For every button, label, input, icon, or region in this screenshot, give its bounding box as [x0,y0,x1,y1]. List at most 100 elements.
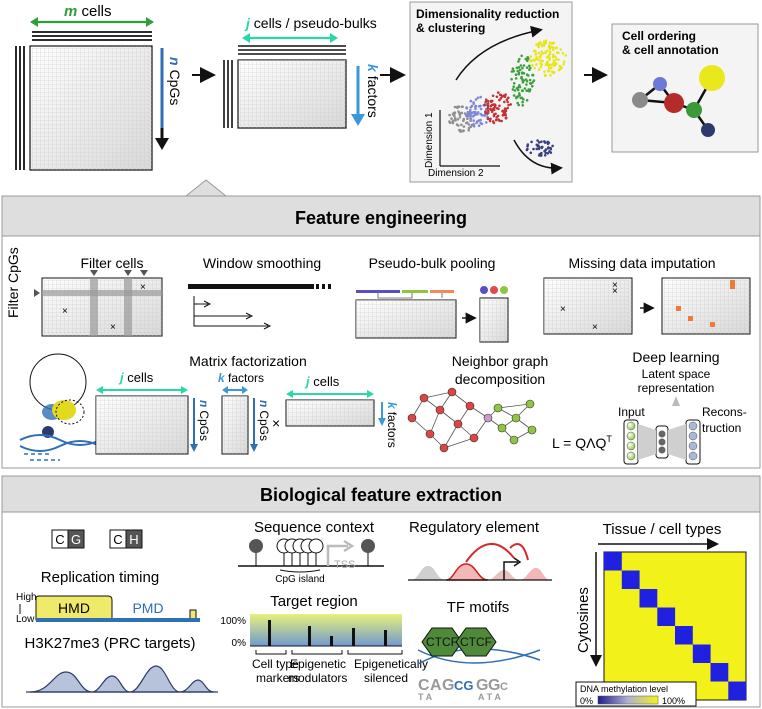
scatter-point [525,83,528,86]
scatter-point [516,101,519,105]
scatter-point [518,57,521,61]
cpg-island-label: CpG island [275,574,324,585]
scatter-point [520,75,523,79]
scatter-point [549,151,553,154]
mf-j-var: j [118,370,124,385]
scatter-point [501,95,504,98]
scatter-point [452,111,456,115]
cell-type-1: Cell type [252,657,299,671]
scatter-point [498,104,501,108]
scatter-point [552,61,555,65]
scatter-point [470,104,474,108]
heatmap-cell [621,570,640,589]
scatter-point [512,94,516,97]
scatter-point [548,56,551,59]
scatter-point [469,99,473,103]
scatter-point [527,57,530,60]
svg-text:×: × [612,286,618,297]
svg-text:C: C [500,681,508,693]
scatter-point [472,102,476,106]
scatter-point [510,78,513,81]
scatter-point [518,85,522,89]
scatter-point [479,107,483,111]
scatter-point [527,74,530,77]
scatter-point [475,120,479,123]
missing-data-imputation: Missing data imputation × × × × [543,255,751,335]
scatter-point [531,84,534,88]
pseudo-bulk-pooling: Pseudo-bulk pooling [355,255,509,343]
scatter-point [498,98,501,102]
scatter-point [517,66,521,69]
scatter-point [557,68,561,72]
filter-panel: Filter CpGs Filter cells × × × [5,247,163,337]
scatter-point [480,114,484,117]
scatter-point [511,67,515,70]
scatter-point [503,100,506,104]
scatter-point [547,46,551,49]
heatmap-cell [710,663,729,682]
scatter-point [465,106,468,109]
scatter-point [535,63,538,66]
scatter-point [451,119,455,123]
co-title-1: Cell ordering [622,29,696,43]
svg-text:G: G [442,677,454,694]
scatter-point [547,54,550,57]
mf-n2-var: n [257,400,271,407]
mf-j2-label: cells [310,374,340,389]
svg-text:×: × [140,282,146,293]
svg-text:×: × [110,322,116,333]
scatter-point [539,65,543,69]
scatter-point [547,146,550,149]
heatmap-cell [675,626,693,645]
scatter-point [519,96,522,100]
graph-node [419,393,429,403]
graph-node [525,399,535,409]
color-scale [597,695,659,705]
dimension-1-label: Dimension 1 [424,112,435,168]
graph-node [497,423,507,433]
j-cells-label: cells / pseudo-bulks [250,15,377,31]
scatter-point [518,92,521,95]
svg-text:A T A: A T A [478,692,501,702]
scatter-point [540,63,543,66]
scatter-point [555,51,559,54]
scatter-point [525,99,529,102]
dimension-2-label: Dimension 2 [428,168,484,179]
regulatory-label: Regulatory element [409,519,540,536]
scatter-point [507,96,510,100]
scatter-point [457,124,460,127]
sequence-context-label: Sequence context [254,519,375,536]
scatter-point [561,51,565,55]
scatter-point [476,96,480,100]
tf-motifs: TF motifs CTCF CTCF C A G CG G G C T A A… [417,599,541,702]
scatter-point [488,119,492,123]
scatter-point [540,140,543,143]
dr-title-2: & clustering [416,21,485,35]
scatter-point [450,117,453,120]
scatter-point [537,68,541,71]
scatter-point [453,114,456,117]
scatter-point [475,112,478,116]
svg-text:C: C [418,677,430,694]
equation-text: L = QΛQ [552,435,606,451]
sequence-context: Sequence context TSS CpG island [238,519,384,585]
mf-k-var: k [218,371,226,385]
pct0-label: 0% [232,638,247,649]
scatter-point [534,49,537,53]
scatter-point [525,89,528,93]
scatter-point [550,70,554,73]
node-navy [701,123,715,137]
scatter-point [548,58,551,61]
graph-node [407,413,417,423]
scatter-point [533,66,536,70]
k-variable: k [365,64,381,73]
scatter-point [466,117,469,121]
mf-n2-label: CpGs [257,410,271,441]
scatter-point [532,58,535,62]
scatter-point [548,41,552,44]
scatter-point [472,119,476,122]
ctcf-2: CTCF [460,635,492,649]
hmd-label: HMD [58,600,90,616]
tf-motifs-label: TF motifs [447,599,510,616]
scatter-point [550,66,553,70]
